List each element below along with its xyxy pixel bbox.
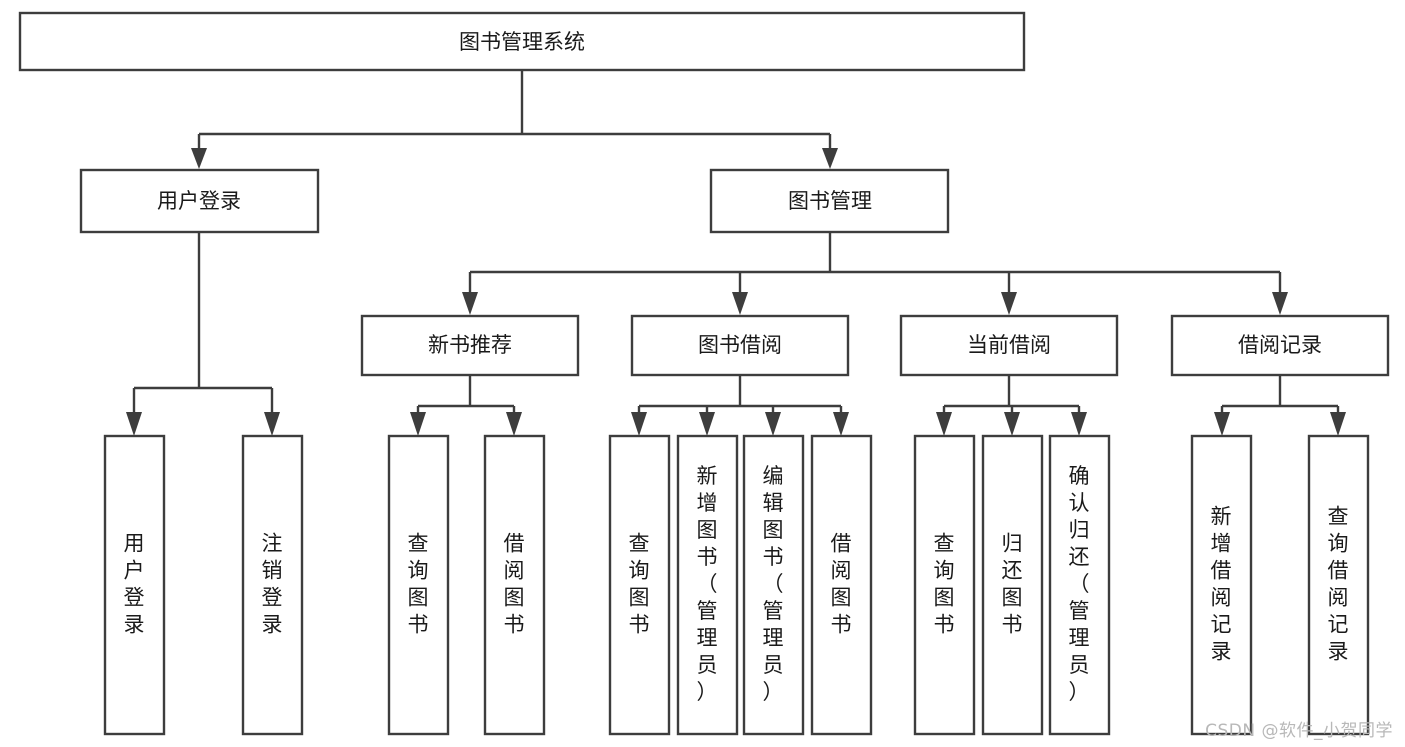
node-borrow-record-label: 借阅记录	[1238, 333, 1322, 357]
leaf-node-10-box[interactable]	[981, 434, 1044, 736]
node-root-label: 图书管理系统	[459, 30, 585, 54]
leaf-node-2[interactable]: 注销登录	[241, 434, 304, 736]
arrow-head-leaf11	[1071, 412, 1087, 436]
node-book-manage-box[interactable]	[709, 168, 950, 234]
node-user-login[interactable]: 用户登录	[79, 168, 320, 234]
arrow-head-user-login	[191, 148, 207, 169]
leaf-node-4-box[interactable]	[483, 434, 546, 736]
leaf-node-7[interactable]: 编辑图书（管理员）	[742, 434, 805, 736]
leaf-node-8-box[interactable]	[810, 434, 873, 736]
leaf-node-12-label: 新增借阅记录	[1211, 505, 1232, 664]
leaf-node-3[interactable]: 查询图书	[387, 434, 450, 736]
leaf-node-7-label: 编辑图书（管理员）	[763, 464, 784, 704]
leaf-node-13-box[interactable]	[1307, 434, 1370, 736]
node-user-login-box[interactable]	[79, 168, 320, 234]
node-book-manage[interactable]: 图书管理	[709, 168, 950, 234]
node-new-book-rec-box[interactable]	[360, 314, 580, 377]
leaf-node-12-box[interactable]	[1190, 434, 1253, 736]
node-current-borrow-box[interactable]	[899, 314, 1119, 377]
arrow-head-borrowrecord	[1272, 292, 1288, 315]
arrow-head-leaf3	[410, 412, 426, 436]
leaf-node-9-box[interactable]	[913, 434, 976, 736]
arrow-head-leaf5	[631, 412, 647, 436]
leaf-node-11-box[interactable]	[1048, 434, 1111, 736]
csdn-watermark: CSDN @软件_小贺同学	[1205, 721, 1393, 741]
arrow-head-leaf13	[1330, 412, 1346, 436]
node-book-borrow-box[interactable]	[630, 314, 850, 377]
arrow-head-leaf10	[1004, 412, 1020, 436]
leaf-node-13-label: 查询借阅记录	[1328, 505, 1349, 664]
node-user-login-label: 用户登录	[157, 189, 241, 213]
connector-layer	[126, 70, 1346, 436]
leaf-node-1[interactable]: 用户登录	[103, 434, 166, 736]
node-root-box[interactable]	[18, 11, 1026, 72]
leaf-node-8[interactable]: 借阅图书	[810, 434, 873, 736]
leaf-node-6-box[interactable]	[676, 434, 739, 736]
leaf-node-5-label: 查询图书	[629, 532, 650, 637]
leaf-node-2-label: 注销登录	[262, 532, 283, 637]
leaf-node-6-label: 新增图书（管理员）	[697, 464, 718, 704]
arrow-head-leaf9	[936, 412, 952, 436]
leaf-node-1-label: 用户登录	[124, 532, 145, 637]
node-root[interactable]: 图书管理系统	[18, 11, 1026, 72]
leaf-node-11-label: 确认归还（管理员）	[1069, 464, 1090, 704]
arrow-head-leaf8	[833, 412, 849, 436]
leaf-node-10[interactable]: 归还图书	[981, 434, 1044, 736]
leaf-node-2-box[interactable]	[241, 434, 304, 736]
leaf-node-11[interactable]: 确认归还（管理员）	[1048, 434, 1111, 736]
arrow-head-leaf7	[765, 412, 781, 436]
leaf-node-12[interactable]: 新增借阅记录	[1190, 434, 1253, 736]
node-current-borrow-label: 当前借阅	[967, 333, 1051, 357]
arrow-head-bookborrow	[732, 292, 748, 315]
leaf-node-8-label: 借阅图书	[831, 532, 852, 637]
arrow-head-leaf12	[1214, 412, 1230, 436]
leaf-node-3-label: 查询图书	[408, 532, 429, 637]
leaf-node-13[interactable]: 查询借阅记录	[1307, 434, 1370, 736]
leaf-node-6[interactable]: 新增图书（管理员）	[676, 434, 739, 736]
node-borrow-record[interactable]: 借阅记录	[1170, 314, 1390, 377]
node-new-book-rec[interactable]: 新书推荐	[360, 314, 580, 377]
leaf-node-3-box[interactable]	[387, 434, 450, 736]
leaf-node-4[interactable]: 借阅图书	[483, 434, 546, 736]
leaf-node-9-label: 查询图书	[934, 532, 955, 637]
node-book-borrow[interactable]: 图书借阅	[630, 314, 850, 377]
node-book-manage-label: 图书管理	[788, 189, 872, 213]
arrow-head-leaf6	[699, 412, 715, 436]
leaf-node-4-label: 借阅图书	[504, 532, 525, 637]
leaf-node-5[interactable]: 查询图书	[608, 434, 671, 736]
leaf-node-5-box[interactable]	[608, 434, 671, 736]
node-current-borrow[interactable]: 当前借阅	[899, 314, 1119, 377]
arrow-head-leaf2	[264, 412, 280, 436]
leaf-node-7-box[interactable]	[742, 434, 805, 736]
node-book-borrow-label: 图书借阅	[698, 333, 782, 357]
leaf-node-1-box[interactable]	[103, 434, 166, 736]
node-borrow-record-box[interactable]	[1170, 314, 1390, 377]
leaf-node-10-label: 归还图书	[1002, 532, 1023, 637]
arrow-head-currentborrow	[1001, 292, 1017, 315]
arrow-head-book-manage	[822, 148, 838, 169]
leaf-node-9[interactable]: 查询图书	[913, 434, 976, 736]
arrow-head-leaf4	[506, 412, 522, 436]
node-new-book-rec-label: 新书推荐	[428, 333, 512, 357]
arrow-head-newbook	[462, 292, 478, 315]
arrow-head-leaf1	[126, 412, 142, 436]
